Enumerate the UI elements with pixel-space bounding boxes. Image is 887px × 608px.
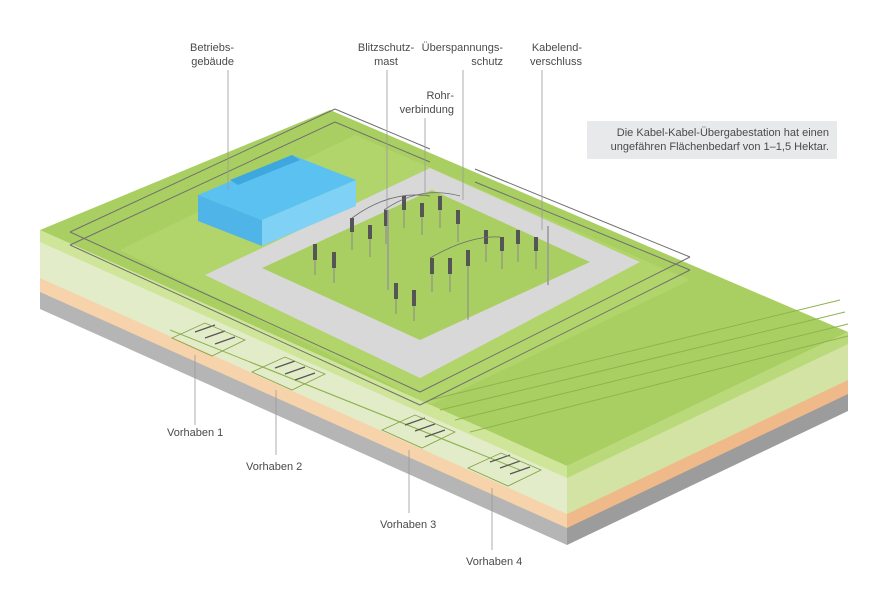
label-blitzschutzmast: Blitzschutz- mast [357,42,415,68]
access-road [205,168,640,378]
ground-gray-layer-left [40,290,567,545]
label-vorhaben-1: Vorhaben 1 [167,427,224,439]
label-kabelendverschluss: Kabelend- verschluss [530,42,582,68]
ground-orange-layer-left [40,276,567,528]
operations-building [198,155,356,246]
project-cable-markers [194,324,531,475]
switchyard-equipment [313,192,549,321]
ground-gray-layer-right [567,392,848,545]
ground-orange-layer-right [567,378,848,528]
project-pads [171,322,542,487]
label-vorhaben-2: Vorhaben 2 [246,461,303,473]
fence [69,108,691,406]
label-ueberspannungsschutz: Überspannungs- schutz [421,42,503,68]
area-info-note: Die Kabel-Kabel-Übergabestation hat eine… [587,121,837,159]
ground-grass-edge-right [567,332,848,478]
label-vorhaben-3: Vorhaben 3 [380,519,437,531]
label-rohrverbindung: Rohr- verbindung [399,90,454,116]
cable-lines [169,299,849,471]
label-betriebsgebaeude: Betriebs- gebäude [190,42,235,68]
label-vorhaben-4: Vorhaben 4 [466,556,523,568]
ground-soil-layer-right [567,342,848,514]
leader-lines [194,70,543,550]
